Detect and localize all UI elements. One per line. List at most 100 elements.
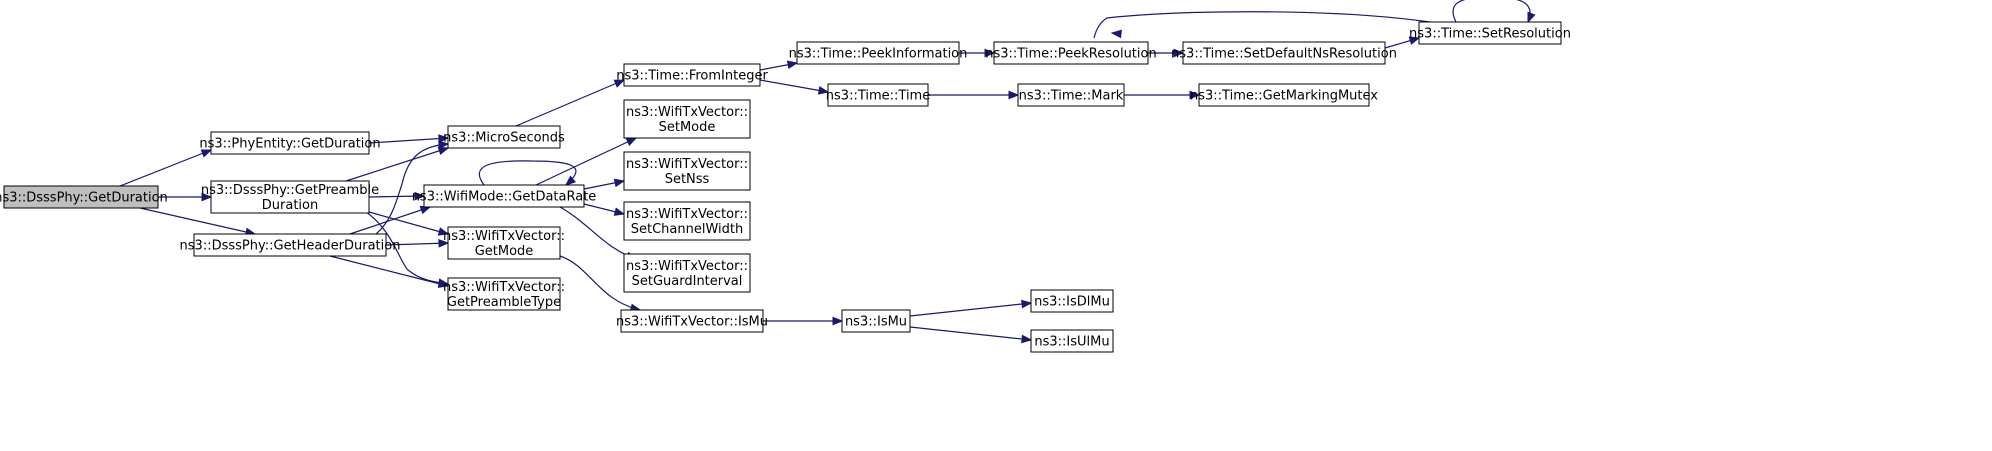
node-n21[interactable]: ns3::IsMu	[841, 309, 911, 333]
edge-arrowhead	[414, 191, 426, 201]
edge-n3-n7	[329, 255, 450, 288]
node-box	[193, 233, 387, 257]
node-label: ns3::Time::SetDefaultNsResolution	[1171, 47, 1397, 62]
edge-arrowhead	[564, 175, 577, 186]
node-label: ns3::Time::PeekInformation	[789, 47, 968, 62]
node-label: ns3::WifiTxVector::	[626, 105, 748, 120]
edge-arrowhead	[438, 134, 450, 143]
edge-line	[1452, 0, 1531, 23]
node-n10[interactable]: ns3::WifiTxVector::SetNss	[623, 151, 751, 191]
node-n16[interactable]: ns3::Time::PeekResolution	[985, 41, 1157, 65]
node-box	[841, 309, 911, 333]
node-box	[1182, 41, 1386, 65]
node-n9[interactable]: ns3::WifiTxVector::SetMode	[623, 99, 751, 139]
edge-n16-n18	[1148, 48, 1185, 58]
node-label: ns3::IsDlMu	[1034, 295, 1110, 310]
edge-n0-n1	[119, 149, 213, 187]
edge-n8-n15	[759, 79, 830, 95]
node-n15[interactable]: ns3::Time::Time	[826, 83, 930, 107]
node-n5[interactable]: ns3::WifiMode::GetDataRate	[412, 184, 597, 208]
edge-n19-n19	[1452, 0, 1536, 24]
node-box	[447, 277, 561, 311]
node-label: ns3::Time::Time	[826, 89, 930, 104]
node-n7[interactable]: ns3::WifiTxVector::GetPreambleType	[443, 277, 565, 311]
edge-line	[329, 255, 449, 287]
node-label: ns3::DsssPhy::GetPreamble	[201, 183, 379, 198]
node-box	[1017, 83, 1125, 107]
node-n1[interactable]: ns3::PhyEntity::GetDuration	[199, 131, 381, 155]
node-label: ns3::WifiTxVector::	[443, 229, 565, 244]
edge-line	[759, 79, 829, 93]
edge-n4-n8	[515, 79, 626, 127]
edge-line	[909, 302, 1032, 317]
edge-n2-n4	[345, 146, 450, 182]
edge-arrowhead	[613, 79, 626, 88]
edge-arrowhead	[200, 149, 213, 158]
node-label: ns3::Time::SetResolution	[1409, 27, 1571, 42]
edge-line	[375, 143, 449, 235]
node-label: ns3::IsMu	[845, 315, 907, 330]
node-n23[interactable]: ns3::IsUlMu	[1030, 329, 1114, 353]
edge-n13-n21	[763, 316, 844, 326]
edge-arrowhead	[438, 238, 450, 248]
node-label: ns3::PhyEntity::GetDuration	[199, 137, 380, 152]
node-box	[423, 184, 585, 208]
node-box	[210, 131, 370, 155]
node-n11[interactable]: ns3::WifiTxVector::SetChannelWidth	[623, 201, 751, 241]
edge-arrowhead	[613, 178, 626, 188]
node-box	[623, 201, 751, 241]
node-n19[interactable]: ns3::Time::SetResolution	[1409, 21, 1571, 45]
node-box	[827, 83, 929, 107]
node-n8[interactable]: ns3::Time::FromInteger	[616, 63, 768, 87]
edge-n0-n2	[158, 192, 213, 202]
edge-n21-n23	[909, 326, 1033, 344]
edge-arrowhead	[437, 146, 450, 156]
node-label: ns3::WifiMode::GetDataRate	[412, 190, 597, 205]
node-n3[interactable]: ns3::DsssPhy::GetHeaderDuration	[180, 233, 401, 257]
edge-n17-n20	[1124, 90, 1201, 100]
edge-n21-n22	[909, 299, 1033, 317]
edge-line	[119, 149, 212, 187]
edge-arrowhead	[437, 279, 450, 288]
edge-arrowhead	[786, 60, 799, 70]
edge-arrowhead	[1021, 299, 1033, 309]
edge-line	[1093, 11, 1431, 39]
node-box	[210, 180, 370, 214]
node-label: ns3::DsssPhy::GetDuration	[0, 191, 168, 206]
node-n4[interactable]: ns3::MicroSeconds	[443, 125, 565, 149]
edge-arrowhead	[1527, 11, 1536, 24]
node-label: SetChannelWidth	[631, 222, 744, 237]
node-box	[620, 309, 764, 333]
node-label: SetNss	[665, 172, 710, 187]
node-n6[interactable]: ns3::WifiTxVector::GetMode	[443, 226, 565, 260]
edge-n5-n5	[478, 160, 577, 186]
node-label: GetMode	[475, 244, 534, 259]
node-label: ns3::WifiTxVector::	[443, 280, 565, 295]
node-n0[interactable]: ns3::DsssPhy::GetDuration	[0, 185, 168, 209]
node-n22[interactable]: ns3::IsDlMu	[1030, 289, 1114, 313]
edge-n8-n14	[759, 60, 799, 71]
edge-line	[385, 242, 449, 246]
node-n17[interactable]: ns3::Time::Mark	[1017, 83, 1125, 107]
node-label: ns3::WifiTxVector::IsMu	[616, 315, 768, 330]
edge-line	[559, 255, 641, 311]
node-n18[interactable]: ns3::Time::SetDefaultNsResolution	[1171, 41, 1397, 65]
edge-line	[368, 211, 449, 235]
edge-n2-n5	[368, 191, 426, 201]
edge-n14-n16	[959, 48, 996, 58]
node-n20[interactable]: ns3::Time::GetMarkingMutex	[1190, 83, 1378, 107]
node-label: ns3::MicroSeconds	[443, 131, 565, 146]
node-box	[1418, 21, 1562, 45]
node-n13[interactable]: ns3::WifiTxVector::IsMu	[616, 309, 768, 333]
edge-n3-n6	[385, 238, 450, 248]
edge-arrowhead	[438, 140, 450, 150]
edge-arrowhead	[1008, 90, 1020, 100]
node-label: ns3::DsssPhy::GetHeaderDuration	[180, 239, 401, 254]
node-box	[3, 185, 159, 209]
node-label: ns3::WifiTxVector::	[626, 157, 748, 172]
node-n14[interactable]: ns3::Time::PeekInformation	[789, 41, 968, 65]
node-label: ns3::Time::Mark	[1019, 89, 1124, 104]
node-n12[interactable]: ns3::WifiTxVector::SetGuardInterval	[623, 253, 751, 293]
edge-line	[368, 137, 449, 144]
